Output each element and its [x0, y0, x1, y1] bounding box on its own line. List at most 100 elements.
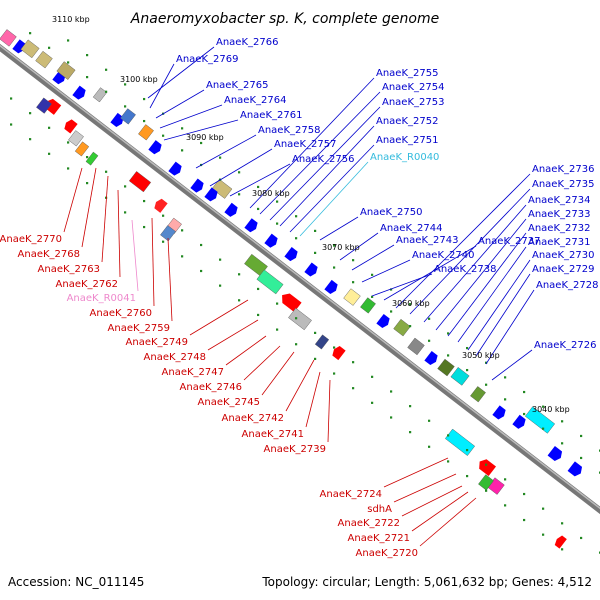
- gene-feature[interactable]: [92, 87, 108, 103]
- gene-label-minus[interactable]: AnaeK_2720: [356, 548, 418, 559]
- gene-feature[interactable]: [278, 290, 302, 313]
- gene-label-plus[interactable]: AnaeK_2734: [528, 195, 590, 206]
- gene-feature[interactable]: [264, 233, 279, 250]
- gene-feature[interactable]: [128, 171, 152, 193]
- gene-label-minus[interactable]: AnaeK_2741: [242, 429, 304, 440]
- gene-feature[interactable]: [190, 178, 205, 195]
- gene-label-minus[interactable]: AnaeK_2759: [108, 323, 170, 334]
- gene-label-plus[interactable]: AnaeK_2736: [532, 164, 594, 175]
- gene-label-plus[interactable]: AnaeK_2752: [376, 116, 438, 127]
- gene-label-minus[interactable]: AnaeK_2721: [348, 533, 410, 544]
- gene-feature[interactable]: [74, 141, 90, 157]
- gene-label-plus[interactable]: AnaeK_2757: [274, 139, 336, 150]
- gene-feature[interactable]: [478, 474, 494, 491]
- gene-feature[interactable]: [68, 130, 84, 147]
- gene-label-minus[interactable]: AnaeK_2762: [56, 279, 118, 290]
- gene-feature[interactable]: [492, 405, 507, 421]
- gene-feature[interactable]: [160, 225, 176, 242]
- gene-label-plus[interactable]: AnaeK_2733: [528, 209, 590, 220]
- gene-feature[interactable]: [476, 457, 496, 477]
- gene-label-plus[interactable]: AnaeK_2737: [478, 236, 540, 247]
- gene-label-plus[interactable]: AnaeK_2761: [240, 110, 302, 121]
- gene-label-plus[interactable]: AnaeK_2755: [376, 68, 438, 79]
- gene-feature[interactable]: [204, 187, 219, 203]
- gene-label-plus[interactable]: AnaeK_2753: [382, 97, 444, 108]
- gene-label-minus[interactable]: AnaeK_2747: [162, 367, 224, 378]
- gene-label-plus[interactable]: AnaeK_2744: [380, 223, 442, 234]
- gene-feature[interactable]: [407, 337, 425, 356]
- gene-feature[interactable]: [444, 428, 476, 456]
- gene-feature[interactable]: [62, 118, 78, 134]
- gene-label-minus[interactable]: AnaeK_2768: [18, 249, 80, 260]
- gene-feature[interactable]: [343, 288, 361, 306]
- gene-feature[interactable]: [330, 344, 346, 361]
- gene-feature[interactable]: [553, 534, 567, 549]
- gene-label-plus[interactable]: AnaeK_2740: [412, 250, 474, 261]
- gene-feature[interactable]: [393, 318, 411, 337]
- gene-feature[interactable]: [244, 218, 259, 234]
- gene-feature[interactable]: [314, 334, 330, 350]
- gene-label-minus[interactable]: AnaeK_R0041: [67, 293, 136, 304]
- gene-label-plus[interactable]: AnaeK_2750: [360, 207, 422, 218]
- gene-label-minus[interactable]: sdhA: [367, 504, 392, 515]
- gene-feature[interactable]: [360, 297, 376, 314]
- gene-feature[interactable]: [224, 202, 239, 219]
- gene-label-minus[interactable]: AnaeK_2770: [0, 234, 62, 245]
- gene-label-plus[interactable]: AnaeK_2765: [206, 80, 268, 91]
- gene-feature[interactable]: [304, 262, 319, 278]
- gene-label-minus[interactable]: AnaeK_2724: [320, 489, 382, 500]
- gene-label-minus[interactable]: AnaeK_2763: [38, 264, 100, 275]
- gene-label-minus[interactable]: AnaeK_2748: [144, 352, 206, 363]
- gene-feature[interactable]: [36, 97, 52, 114]
- gene-label-plus[interactable]: AnaeK_2756: [292, 154, 354, 165]
- gene-feature[interactable]: [35, 50, 53, 69]
- gene-feature[interactable]: [567, 461, 585, 478]
- gene-feature[interactable]: [376, 313, 391, 330]
- gene-feature[interactable]: [148, 140, 163, 156]
- gene-label-plus[interactable]: AnaeK_2729: [532, 264, 594, 275]
- gene-feature[interactable]: [72, 85, 87, 102]
- gene-feature[interactable]: [284, 247, 299, 263]
- gene-feature[interactable]: [120, 108, 136, 125]
- gene-feature[interactable]: [152, 197, 168, 213]
- gene-label-plus[interactable]: AnaeK_2769: [176, 54, 238, 65]
- gene-label-plus[interactable]: AnaeK_2728: [536, 280, 598, 291]
- gene-feature[interactable]: [138, 124, 154, 141]
- gene-feature[interactable]: [288, 307, 312, 331]
- gene-label-plus[interactable]: AnaeK_2754: [382, 82, 444, 93]
- gene-label-minus[interactable]: AnaeK_2760: [90, 308, 152, 319]
- gene-feature[interactable]: [524, 406, 556, 434]
- gene-feature[interactable]: [256, 269, 284, 295]
- gene-feature[interactable]: [168, 161, 183, 178]
- gene-feature[interactable]: [324, 279, 339, 296]
- gene-label-minus[interactable]: AnaeK_2739: [264, 444, 326, 455]
- gene-feature[interactable]: [56, 61, 76, 80]
- gene-feature[interactable]: [424, 350, 439, 367]
- gene-label-plus[interactable]: AnaeK_2764: [224, 95, 286, 106]
- gene-feature[interactable]: [211, 178, 233, 199]
- gene-label-plus[interactable]: AnaeK_2766: [216, 37, 278, 48]
- gene-label-plus[interactable]: AnaeK_2743: [396, 235, 458, 246]
- gene-label-minus[interactable]: AnaeK_2742: [222, 413, 284, 424]
- gene-label-minus[interactable]: AnaeK_2746: [180, 382, 242, 393]
- gene-feature[interactable]: [547, 445, 565, 463]
- gene-label-plus[interactable]: AnaeK_2730: [532, 250, 594, 261]
- gene-feature[interactable]: [450, 367, 470, 386]
- gene-label-plus[interactable]: AnaeK_2732: [528, 223, 590, 234]
- gene-label-plus[interactable]: AnaeK_2758: [258, 125, 320, 136]
- gene-feature[interactable]: [0, 29, 17, 47]
- gene-label-minus[interactable]: AnaeK_2745: [198, 397, 260, 408]
- gene-feature[interactable]: [20, 39, 40, 59]
- gene-label-plus[interactable]: AnaeK_2735: [532, 179, 594, 190]
- gene-label-minus[interactable]: AnaeK_2722: [338, 518, 400, 529]
- gene-label-plus[interactable]: AnaeK_R0040: [370, 152, 439, 163]
- gene-feature[interactable]: [470, 386, 486, 403]
- gene-feature[interactable]: [437, 358, 455, 377]
- gene-label-plus[interactable]: AnaeK_2726: [534, 340, 596, 351]
- gene-label-plus[interactable]: AnaeK_2738: [434, 264, 496, 275]
- gene-feature[interactable]: [110, 112, 125, 129]
- gene-label-plus[interactable]: AnaeK_2751: [376, 135, 438, 146]
- gene-feature[interactable]: [85, 151, 99, 166]
- gene-feature[interactable]: [512, 414, 527, 431]
- gene-label-plus[interactable]: AnaeK_2731: [528, 237, 590, 248]
